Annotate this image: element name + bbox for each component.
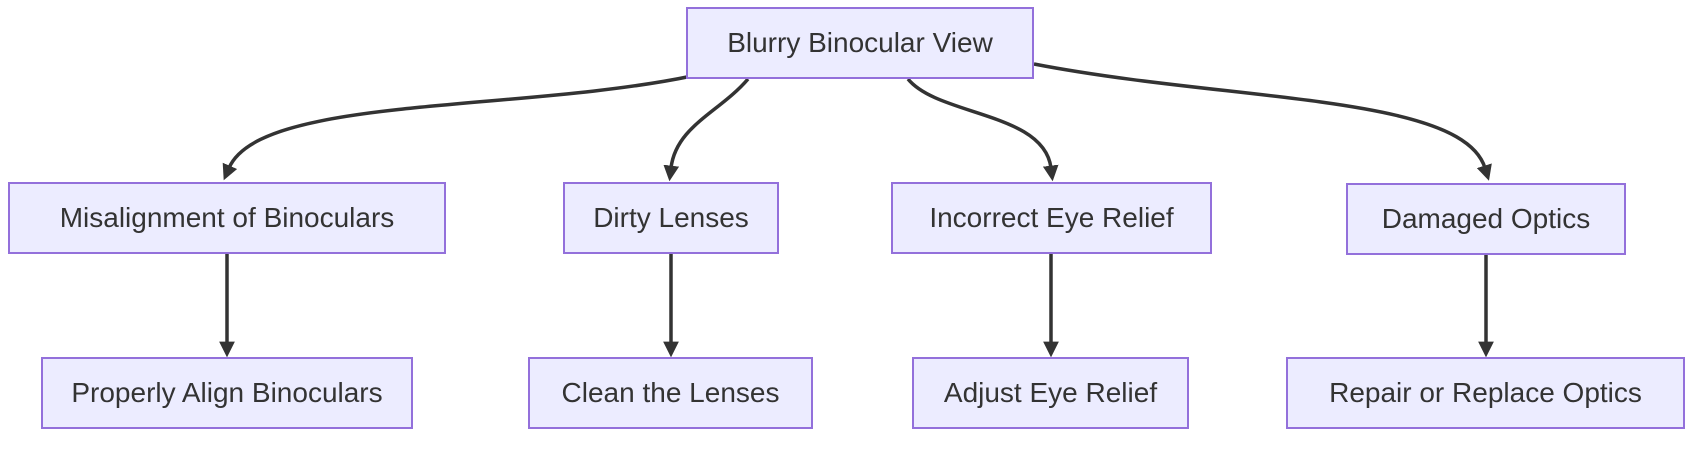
node-incorrect-eye-relief: Incorrect Eye Relief — [891, 182, 1212, 254]
edge-root-to-incorrect-eye-relief — [906, 77, 1059, 182]
node-repair-or-replace-optics: Repair or Replace Optics — [1286, 357, 1685, 429]
node-damaged-optics: Damaged Optics — [1346, 183, 1626, 255]
node-misalignment-of-binoculars: Misalignment of Binoculars — [8, 182, 446, 254]
edge-root-to-damaged-optics — [1033, 62, 1492, 181]
node-properly-align-binoculars: Properly Align Binoculars — [41, 357, 413, 429]
edge-root-to-dirty-lenses — [663, 77, 750, 182]
node-clean-the-lenses: Clean the Lenses — [528, 357, 813, 429]
node-blurry-binocular-view: Blurry Binocular View — [686, 7, 1034, 79]
edge-root-to-misalignment — [222, 74, 693, 181]
node-dirty-lenses: Dirty Lenses — [563, 182, 779, 254]
node-adjust-eye-relief: Adjust Eye Relief — [912, 357, 1189, 429]
